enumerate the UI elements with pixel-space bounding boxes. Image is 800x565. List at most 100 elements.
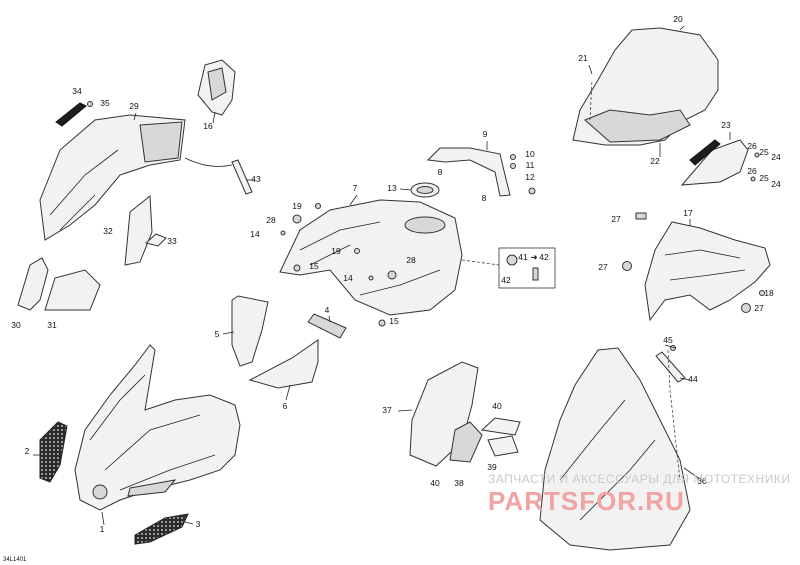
callout-leaders <box>33 25 731 526</box>
screw-part-14a <box>280 230 286 236</box>
callout-c26b: 26 <box>747 166 757 176</box>
callout-c34: 34 <box>72 86 82 96</box>
bracket-part-16 <box>197 59 236 116</box>
callout-c37: 37 <box>382 405 392 415</box>
screw-part-14b <box>368 275 374 281</box>
tab-part-33 <box>144 233 167 247</box>
callout-c27b: 27 <box>598 262 608 272</box>
callout-c25a: 25 <box>759 147 769 157</box>
nut-part-18 <box>759 290 765 296</box>
bracket-part-9 <box>426 147 511 197</box>
bracket-part-43 <box>231 159 253 195</box>
panel-part-38 <box>449 421 483 463</box>
nut-part-28b <box>387 270 397 280</box>
callout-c9: 9 <box>483 129 488 139</box>
screw-part-19a <box>315 203 321 209</box>
lower-mesh-grille-part <box>134 513 189 545</box>
callout-labels: 1234567889101112131414151516171819192021… <box>11 14 781 534</box>
callout-c38: 38 <box>454 478 464 488</box>
panel-part-40 <box>480 417 521 436</box>
panel-part-30 <box>17 257 49 311</box>
callout-c31: 31 <box>47 320 57 330</box>
front-fairing-part <box>74 344 241 511</box>
callout-c15b: 15 <box>389 316 399 326</box>
callout-c20: 20 <box>673 14 683 24</box>
callout-c8b: 8 <box>482 193 487 203</box>
nut-part-12 <box>528 187 536 195</box>
callout-c28b: 28 <box>406 255 416 265</box>
panel-part-31 <box>44 269 101 311</box>
callout-c23: 23 <box>721 120 731 130</box>
grommet-part-27a <box>622 261 632 271</box>
bracket-part-44 <box>655 351 686 383</box>
callout-c26a: 26 <box>747 141 757 151</box>
document-id: 34L1401 <box>3 557 27 563</box>
callout-c12: 12 <box>525 172 535 182</box>
large-side-fairing-part-36 <box>539 347 691 551</box>
screw-part-26b <box>750 176 756 182</box>
callout-c15a: 15 <box>309 261 319 271</box>
callout-c19b: 19 <box>331 246 341 256</box>
side-panel-part-6 <box>248 339 319 389</box>
watermark-brand: PARTSFOR.RU <box>488 486 685 516</box>
callout-c4: 4 <box>325 305 330 315</box>
callout-c39: 39 <box>487 462 497 472</box>
spring-part-27 <box>635 212 647 220</box>
left-mesh-grille-part <box>39 421 68 483</box>
grommet-part-27c <box>741 303 751 313</box>
callout-c19a: 19 <box>292 201 302 211</box>
main-body-panel-part <box>279 199 463 316</box>
callout-c41: 41 <box>518 252 528 262</box>
clip-part-15b <box>378 319 386 327</box>
detail-box-41-42 <box>498 247 556 289</box>
windshield-part <box>572 27 719 146</box>
callout-c30: 30 <box>11 320 21 330</box>
callout-c40b: 40 <box>430 478 440 488</box>
callout-c27c: 27 <box>754 303 764 313</box>
callout-c42a: 42 <box>539 252 549 262</box>
callout-c3: 3 <box>196 519 201 529</box>
watermark-tagline: ЗАПЧАСТИ И АКСЕССУАРЫ ДЛЯ МОТОТЕХНИКИ <box>488 472 790 486</box>
callout-c24a: 24 <box>771 152 781 162</box>
panel-part-32 <box>124 195 153 266</box>
callout-c2: 2 <box>25 446 30 456</box>
callout-c5: 5 <box>215 329 220 339</box>
callout-c42b: 42 <box>501 275 511 285</box>
panel-part-39 <box>487 435 519 457</box>
callout-c29: 29 <box>129 101 139 111</box>
part-41-component <box>506 254 518 266</box>
fasteners-group <box>280 152 765 327</box>
side-fairing-part-17 <box>644 221 771 322</box>
callout-c11: 11 <box>526 160 535 170</box>
callout-c43: 43 <box>251 174 261 184</box>
callout-c14a: 14 <box>250 229 260 239</box>
callout-c7: 7 <box>353 183 358 193</box>
callout-c6: 6 <box>283 401 288 411</box>
callout-c27a: 27 <box>611 214 621 224</box>
clip-part-15a <box>293 264 301 272</box>
washer-part-11 <box>510 163 516 169</box>
washer-part-10 <box>510 154 516 160</box>
trim-part-23 <box>689 139 721 166</box>
callout-c45: 45 <box>663 335 673 345</box>
callout-c10: 10 <box>525 149 535 159</box>
screw-part-19b <box>354 248 360 254</box>
callout-c14b: 14 <box>343 273 353 283</box>
callout-c33: 33 <box>167 236 177 246</box>
callout-c8a: 8 <box>438 167 443 177</box>
part-42-component <box>532 267 539 281</box>
callout-c32: 32 <box>103 226 113 236</box>
nut-part-28 <box>292 214 302 224</box>
watermark: ЗАПЧАСТИ И АКСЕССУАРЫ ДЛЯ МОТОТЕХНИКИ PA… <box>488 472 790 516</box>
side-panel-part-5 <box>231 295 269 367</box>
callout-c40a: 40 <box>492 401 502 411</box>
callout-c36: 36 <box>697 476 707 486</box>
screw-part-35 <box>87 101 93 107</box>
dash-cowl-part <box>39 114 186 241</box>
callout-c35: 35 <box>100 98 110 108</box>
callout-c25b: 25 <box>759 173 769 183</box>
callout-c18: 18 <box>764 288 774 298</box>
callout-c41arrow: ➜ <box>530 252 537 262</box>
clip-part-34 <box>55 102 87 127</box>
